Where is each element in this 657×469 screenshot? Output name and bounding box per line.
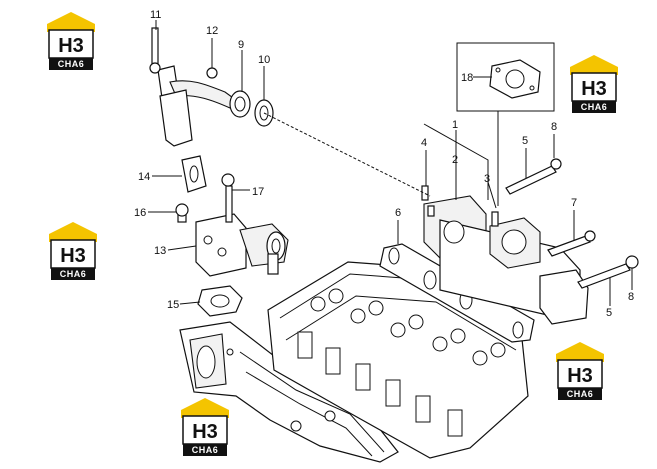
bolt-5-upper — [505, 158, 562, 195]
callout-9: 9 — [238, 39, 244, 51]
callout-10: 10 — [258, 54, 270, 66]
svg-text:H3: H3 — [581, 78, 607, 100]
egr-valve — [175, 173, 289, 277]
svg-text:H3: H3 — [567, 365, 593, 387]
svg-text:H3: H3 — [58, 35, 84, 57]
logo-top-left: H3 CHA6 — [47, 12, 95, 70]
callout-18: 18 — [461, 72, 473, 84]
callout-5-lower: 5 — [606, 307, 612, 319]
callout-7: 7 — [571, 197, 577, 209]
svg-text:CHA6: CHA6 — [60, 269, 87, 279]
callout-12: 12 — [206, 25, 218, 37]
exhaust-manifold — [423, 195, 589, 325]
callout-13: 13 — [154, 245, 166, 257]
gasket-15 — [197, 285, 243, 317]
svg-text:CHA6: CHA6 — [58, 59, 85, 69]
svg-text:H3: H3 — [192, 421, 218, 443]
callout-4: 4 — [421, 137, 427, 149]
svg-text:CHA6: CHA6 — [192, 445, 219, 455]
callout-6: 6 — [395, 207, 401, 219]
logo-mid-left: H3 CHA6 — [49, 222, 97, 280]
svg-text:CHA6: CHA6 — [581, 102, 608, 112]
callout-15: 15 — [167, 299, 179, 311]
stud-4 — [421, 185, 429, 201]
callout-8-lower: 8 — [628, 291, 634, 303]
callout-16: 16 — [134, 207, 146, 219]
callout-3: 3 — [484, 173, 490, 185]
logo-top-right: H3 CHA6 — [570, 55, 618, 113]
svg-text:CHA6: CHA6 — [567, 389, 594, 399]
gasket-detail-box — [456, 42, 555, 112]
callout-1: 1 — [452, 119, 458, 131]
callout-11: 11 — [150, 9, 161, 21]
callout-17: 17 — [252, 186, 264, 198]
logo-bottom-right: H3 CHA6 — [556, 342, 604, 400]
valve-port-row — [310, 288, 506, 366]
callout-14: 14 — [138, 171, 150, 183]
logo-bottom-left: H3 CHA6 — [181, 398, 229, 456]
callout-5-upper: 5 — [522, 135, 528, 147]
svg-text:H3: H3 — [60, 245, 86, 267]
callout-2: 2 — [452, 154, 458, 166]
gasket-14 — [181, 155, 207, 193]
bolt-5-lower — [577, 255, 639, 289]
bolt-7 — [547, 230, 596, 257]
leader-lines — [148, 20, 633, 306]
callout-8-upper: 8 — [551, 121, 557, 133]
callout-labels: 1 2 3 4 5 5 6 7 8 8 9 10 11 12 13 14 15 … — [134, 9, 634, 319]
egr-pipe — [149, 27, 274, 147]
